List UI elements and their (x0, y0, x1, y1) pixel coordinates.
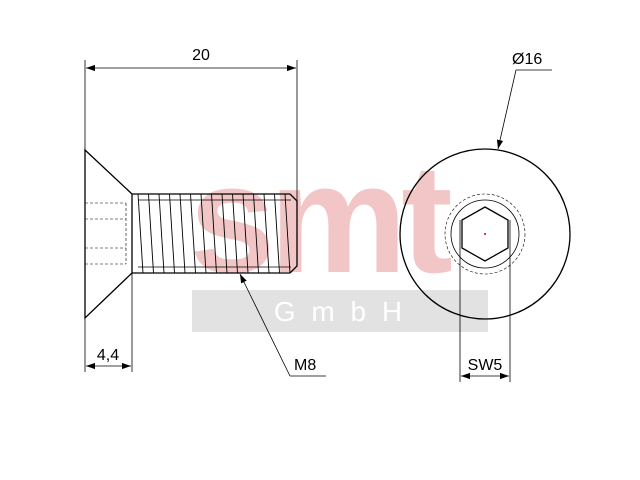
screw-head-outline (84, 148, 133, 320)
thread-line (263, 193, 270, 274)
thread-line (179, 193, 186, 274)
watermark-logo-text: smt (189, 132, 451, 305)
thread-line (242, 193, 249, 274)
length-label: 20 (192, 47, 210, 64)
hex-socket-outline (461, 206, 509, 262)
thread-line (200, 193, 207, 274)
length-dimension: 20 (84, 47, 298, 201)
thread-line (232, 193, 238, 274)
hex-socket-hidden-lines (85, 202, 127, 265)
head-height-label: 4,4 (97, 347, 119, 364)
watermark-company-text: G m b H (274, 296, 406, 327)
socket-circle (450, 199, 520, 269)
thread-line (148, 193, 154, 274)
thread-line (274, 193, 280, 274)
thread-line (253, 193, 259, 274)
thread-circle (444, 193, 526, 275)
watermark-logo: smt G m b H (189, 132, 488, 332)
screw-side-view (84, 148, 298, 320)
head-diameter-label: Ø16 (512, 51, 542, 68)
hex-size-dimension: SW5 (459, 220, 511, 382)
screw-shank (132, 193, 298, 274)
head-diameter-dimension: Ø16 (496, 51, 552, 150)
thread-line (284, 193, 291, 274)
thread-line (158, 193, 165, 274)
thread-line (137, 193, 144, 274)
head-circle (399, 148, 571, 320)
thread-line (211, 193, 217, 274)
thread-line (190, 193, 196, 274)
thread-line (221, 193, 228, 274)
head-height-dimension: 4,4 (84, 273, 133, 372)
thread-lines (137, 193, 291, 274)
screw-end-view (399, 148, 571, 320)
center-point (484, 233, 486, 235)
thread-callout: M8 (239, 273, 326, 377)
watermark-bar (192, 290, 488, 332)
thread-label: M8 (294, 357, 316, 374)
thread-line (169, 193, 175, 274)
hex-size-label: SW5 (468, 357, 503, 374)
